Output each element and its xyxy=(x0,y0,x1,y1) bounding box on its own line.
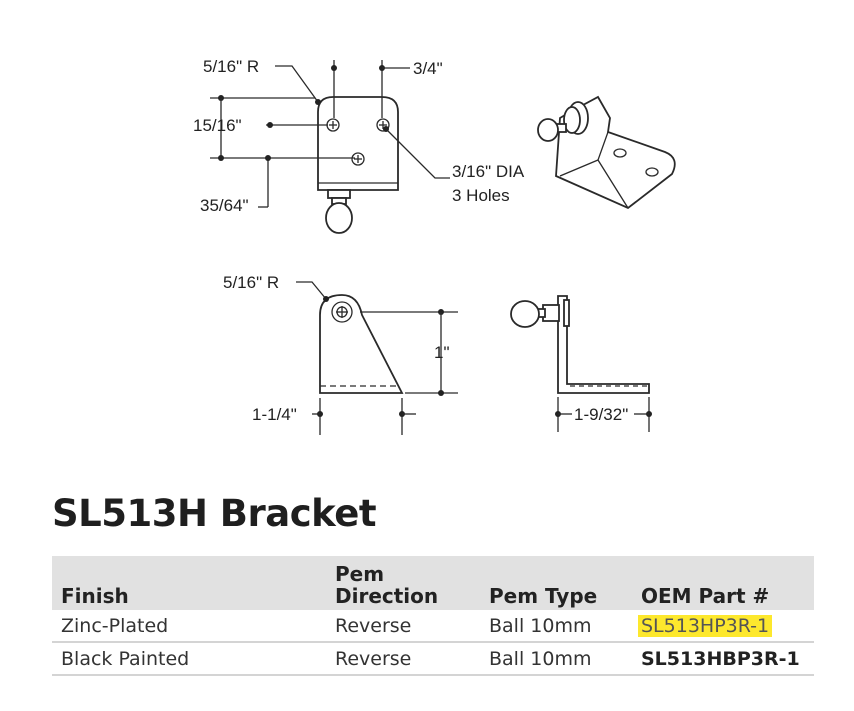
side-view-plate xyxy=(319,294,404,394)
cell-finish: Zinc-Plated xyxy=(52,610,326,643)
header-finish: Finish xyxy=(52,556,326,610)
front-height-label: 15/16" xyxy=(193,116,242,135)
front-width-label: 3/4" xyxy=(413,59,443,78)
side-view: 5/16" R 1" 1-1/4" xyxy=(223,273,458,435)
end-view-ball-stud xyxy=(510,300,540,328)
highlighted-part-number: SL513HP3R-1 xyxy=(638,614,773,637)
header-pem-direction: Pem Direction xyxy=(326,556,480,610)
cell-pem-direction: Reverse xyxy=(326,642,480,676)
front-view-plate xyxy=(317,96,399,191)
end-view: 1-9/32" xyxy=(510,295,652,432)
cell-oem-part: SL513HP3R-1 xyxy=(632,610,814,643)
table-row: Black Painted Reverse Ball 10mm SL513HBP… xyxy=(52,642,814,676)
side-radius-label: 5/16" R xyxy=(223,273,279,292)
end-depth-label: 1-9/32" xyxy=(574,405,628,424)
cell-pem-direction: Reverse xyxy=(326,610,480,643)
product-title: SL513H Bracket xyxy=(52,492,377,535)
holes-label-line1: 3/16" DIA xyxy=(452,162,525,181)
header-pem-type: Pem Type xyxy=(480,556,632,610)
cell-pem-type: Ball 10mm xyxy=(480,610,632,643)
cell-pem-type: Ball 10mm xyxy=(480,642,632,676)
side-width-label: 1-1/4" xyxy=(252,405,297,424)
technical-drawing: 5/16" R 3/4" 15/16" 35/64" 3/16" DIA 3 H… xyxy=(193,57,676,435)
ball-stud xyxy=(325,202,353,234)
table-row: Zinc-Plated Reverse Ball 10mm SL513HP3R-… xyxy=(52,610,814,643)
end-view-angle xyxy=(557,295,650,394)
front-view: 5/16" R 3/4" 15/16" 35/64" 3/16" DIA 3 H… xyxy=(193,57,525,234)
table-header-row: Finish Pem Direction Pem Type OEM Part # xyxy=(52,556,814,610)
front-radius-label: 5/16" R xyxy=(203,57,259,76)
side-height-label: 1" xyxy=(434,343,450,362)
front-offset-label: 35/64" xyxy=(200,196,249,215)
holes-label-line2: 3 Holes xyxy=(452,186,510,205)
spec-table: Finish Pem Direction Pem Type OEM Part #… xyxy=(52,556,814,676)
isometric-ball-stud xyxy=(537,118,559,142)
cell-finish: Black Painted xyxy=(52,642,326,676)
header-oem-part: OEM Part # xyxy=(632,556,814,610)
cell-oem-part: SL513HBP3R-1 xyxy=(632,642,814,676)
isometric-view xyxy=(537,95,676,210)
header-pem-direction-line2: Direction xyxy=(335,584,439,608)
header-pem-direction-line1: Pem xyxy=(335,562,385,586)
mounting-holes xyxy=(326,118,390,166)
